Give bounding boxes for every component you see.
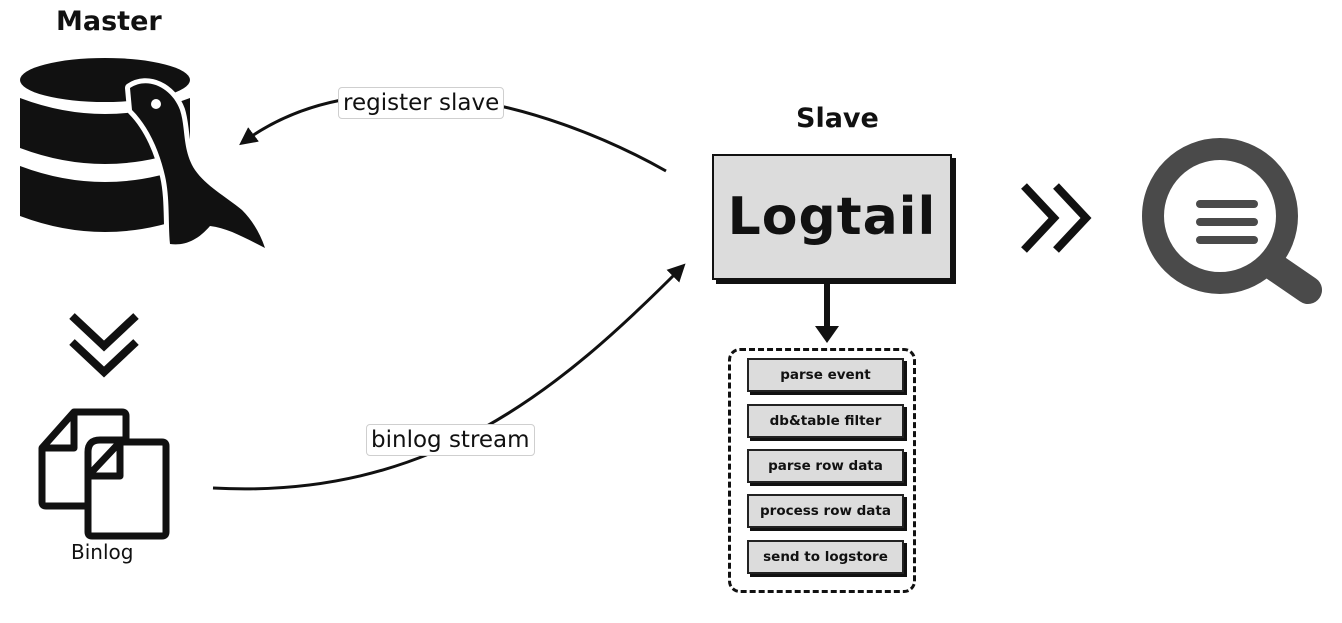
documents-icon (38, 408, 170, 540)
double-chevron-right-icon (1021, 183, 1092, 253)
pipeline-step: process row data (747, 494, 904, 528)
logtail-to-steps-arrowhead (815, 326, 839, 343)
pipeline-step: parse row data (747, 449, 904, 483)
master-title: Master (56, 6, 162, 37)
pipeline-step: db&table filter (747, 404, 904, 438)
register-slave-label: register slave (338, 87, 505, 119)
pipeline-step: parse event (747, 358, 904, 392)
binlog-stream-label: binlog stream (366, 424, 535, 456)
binlog-label: Binlog (71, 540, 134, 564)
log-search-icon (1142, 138, 1322, 304)
pipeline-steps-group: parse event db&table filter parse row da… (728, 348, 916, 593)
logtail-label: Logtail (727, 187, 937, 247)
mysql-database-icon (20, 58, 268, 253)
pipeline-step: send to logstore (747, 540, 904, 574)
double-chevron-down-icon (69, 313, 139, 378)
slave-title: Slave (796, 103, 879, 134)
logtail-box: Logtail (712, 154, 952, 280)
